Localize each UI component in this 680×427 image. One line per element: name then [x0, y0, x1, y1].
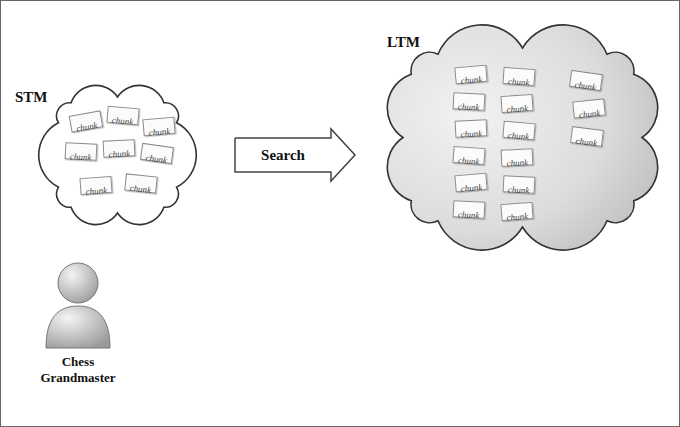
chunk-label: chunk [85, 185, 107, 197]
chunk-label: chunk [507, 130, 529, 143]
chunk-label: chunk [506, 157, 528, 169]
person-body [46, 306, 110, 348]
person-icon [46, 263, 110, 348]
chunk-box: chunk [453, 92, 486, 111]
memory-cloud: STMchunkchunkchunkchunkchunkchunkchunkch… [45, 85, 190, 225]
chunk-label: chunk [111, 115, 133, 128]
chunk-box: chunk [455, 119, 488, 138]
arrow-label: Search [261, 147, 305, 164]
chunk-label: chunk [578, 108, 601, 121]
chunk-label: chunk [108, 148, 130, 160]
chunk-box: chunk [142, 117, 175, 137]
chunk-box: chunk [570, 126, 604, 147]
chunk-label: chunk [506, 211, 528, 223]
chunk-box: chunk [103, 139, 136, 158]
memory-heading: LTM [387, 34, 420, 51]
memory-cloud: LTM chunk chunk chunk chunk chunk chunk chunk ch… [385, 30, 660, 245]
chunk-box: chunk [572, 98, 606, 118]
chunk-box: chunk [140, 143, 174, 164]
chunk-label: chunk [148, 126, 170, 139]
memory-heading: STM [15, 89, 48, 106]
chunk-box: chunk [106, 106, 139, 126]
chunk-label: chunk [70, 151, 92, 163]
chunk-box: chunk [124, 173, 158, 193]
chunk-box: chunk [453, 200, 486, 219]
chunk-label: chunk [457, 155, 479, 167]
person-head [58, 263, 98, 303]
chunk-label: chunk [460, 182, 482, 195]
chunk-box: chunk [454, 173, 487, 193]
cloud-shape [39, 85, 197, 224]
person-caption: Chess Grandmaster [28, 354, 128, 386]
chunk-box: chunk [502, 67, 535, 86]
chunk-box: chunk [65, 142, 98, 161]
chunk-box: chunk [500, 202, 533, 221]
chunk-box: chunk [503, 175, 536, 194]
chunk-label: chunk [507, 76, 529, 88]
chunk-label: chunk [458, 101, 480, 113]
search-arrow [235, 129, 355, 181]
chunk-label: chunk [506, 103, 528, 115]
chunk-box: chunk [454, 65, 487, 85]
chunk-label: chunk [129, 183, 152, 196]
chunk-label: chunk [458, 209, 480, 221]
chunk-box: chunk [502, 121, 535, 141]
chunk-label: chunk [460, 74, 482, 87]
chunk-label: chunk [460, 128, 482, 140]
chunk-box: chunk [569, 70, 603, 91]
chunk-box: chunk [500, 94, 533, 113]
chunk-label: chunk [508, 184, 530, 196]
chunk-box: chunk [501, 148, 534, 167]
cloud-shape [387, 25, 657, 250]
chunk-box: chunk [452, 146, 485, 165]
chunk-box: chunk [79, 176, 112, 195]
